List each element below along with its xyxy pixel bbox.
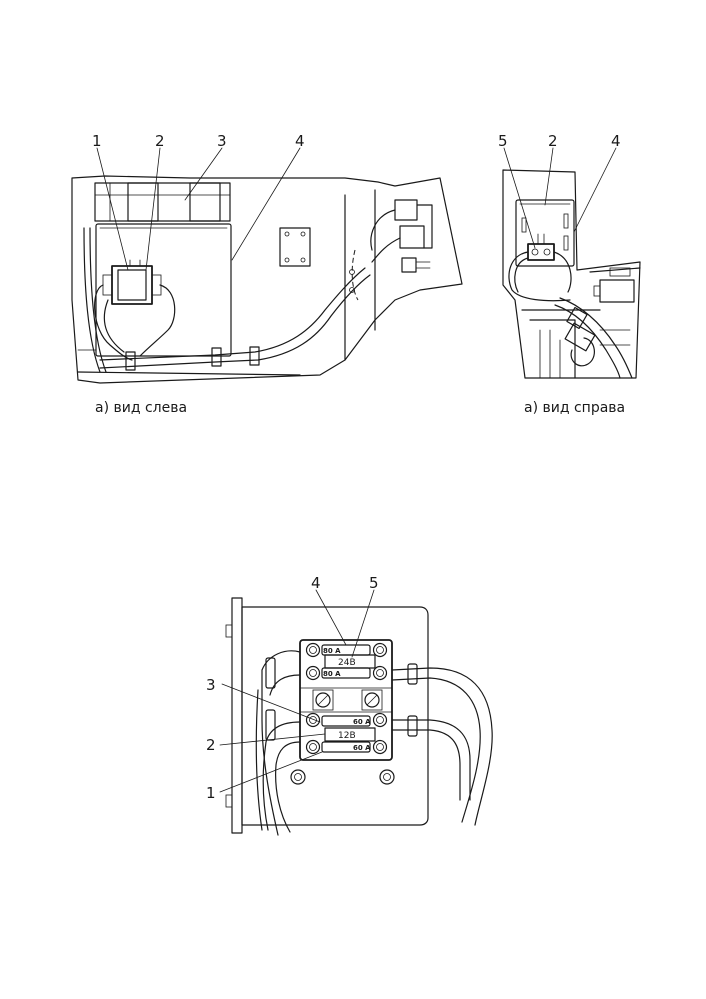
leader-r2 [544,147,554,206]
leader-f3 [221,683,321,723]
bolt [305,739,321,755]
callout-r2: 2 [548,132,558,150]
top-bracket [94,182,231,222]
right-box [515,199,575,267]
bolt [305,642,321,658]
leader-f1 [219,751,323,793]
view-right: 5 2 4 а) вид справа [498,132,641,416]
leader-2 [145,147,161,271]
leader-4 [231,147,301,261]
bolt [315,692,331,708]
side-flange [231,597,243,834]
callout-2: 2 [155,132,165,150]
callout-f2: 2 [206,736,216,754]
right-component [599,279,635,303]
label-12v: 12В [338,731,356,741]
bolt [372,739,388,755]
fuse-label-60a-top: 60 A [353,718,371,726]
leader-r4 [573,147,617,233]
view-left: 1 2 3 4 а) вид слева [71,132,463,416]
callout-f5: 5 [369,574,379,592]
bolt [372,642,388,658]
caption-left: а) вид слева [95,400,187,416]
label-24v: 24В [338,658,356,668]
leader-r5 [503,147,536,249]
bolt [364,692,380,708]
bolt [379,769,395,785]
fuse-label-60a-bottom: 60 A [353,744,371,752]
leader-f5 [351,589,375,658]
callout-r4: 4 [611,132,621,150]
fuse-label-80a-bottom: 80 A [323,670,341,678]
callout-3: 3 [217,132,227,150]
cab-outline [71,175,463,384]
right-outline [502,169,641,379]
bolt [372,665,388,681]
caption-right: а) вид справа [524,400,625,416]
leader-1 [96,147,129,271]
housing-box [95,223,232,357]
callout-f4: 4 [311,574,321,592]
fuse-label-80a-top: 80 A [323,647,341,655]
callout-r5: 5 [498,132,508,150]
bolt [305,665,321,681]
callout-f1: 1 [206,784,216,802]
bolt [372,712,388,728]
bolt [305,712,321,728]
mounting-plate [241,606,429,826]
leader-f2 [219,733,326,746]
plate [279,227,311,267]
callout-1: 1 [92,132,102,150]
fuse-box-detail: 80 A 80 A 24В 60 A 12В 60 A [206,574,493,836]
leader-f4 [315,589,347,646]
leader-3 [184,147,223,201]
fuse-block [299,639,393,761]
bolt [290,769,306,785]
callout-f3: 3 [206,676,216,694]
callout-4: 4 [295,132,305,150]
